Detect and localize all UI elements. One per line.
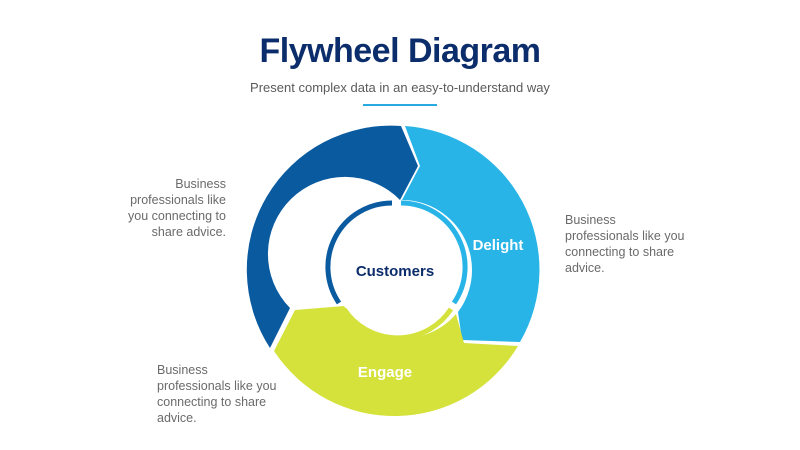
inner-ring-engage	[341, 307, 454, 341]
note-engage: Business professionals like you connecti…	[157, 363, 277, 425]
page-subtitle: Present complex data in an easy-to-under…	[250, 80, 550, 95]
segment-attract	[246, 125, 418, 348]
title-underline	[363, 104, 437, 106]
segment-label-delight: Delight	[473, 237, 524, 254]
segment-label-attract: Attract	[274, 214, 322, 231]
inner-ring-delight	[400, 200, 468, 305]
center-label: Customers	[356, 263, 434, 280]
note-delight: Business professionals like you connecti…	[565, 213, 685, 275]
note-attract: Business professionals like you connecti…	[128, 177, 226, 239]
segment-delight	[402, 126, 540, 342]
segment-label-engage: Engage	[358, 364, 412, 381]
page-title: Flywheel Diagram	[259, 32, 541, 70]
segment-engage	[274, 306, 518, 417]
inner-ring-attract	[325, 200, 393, 305]
